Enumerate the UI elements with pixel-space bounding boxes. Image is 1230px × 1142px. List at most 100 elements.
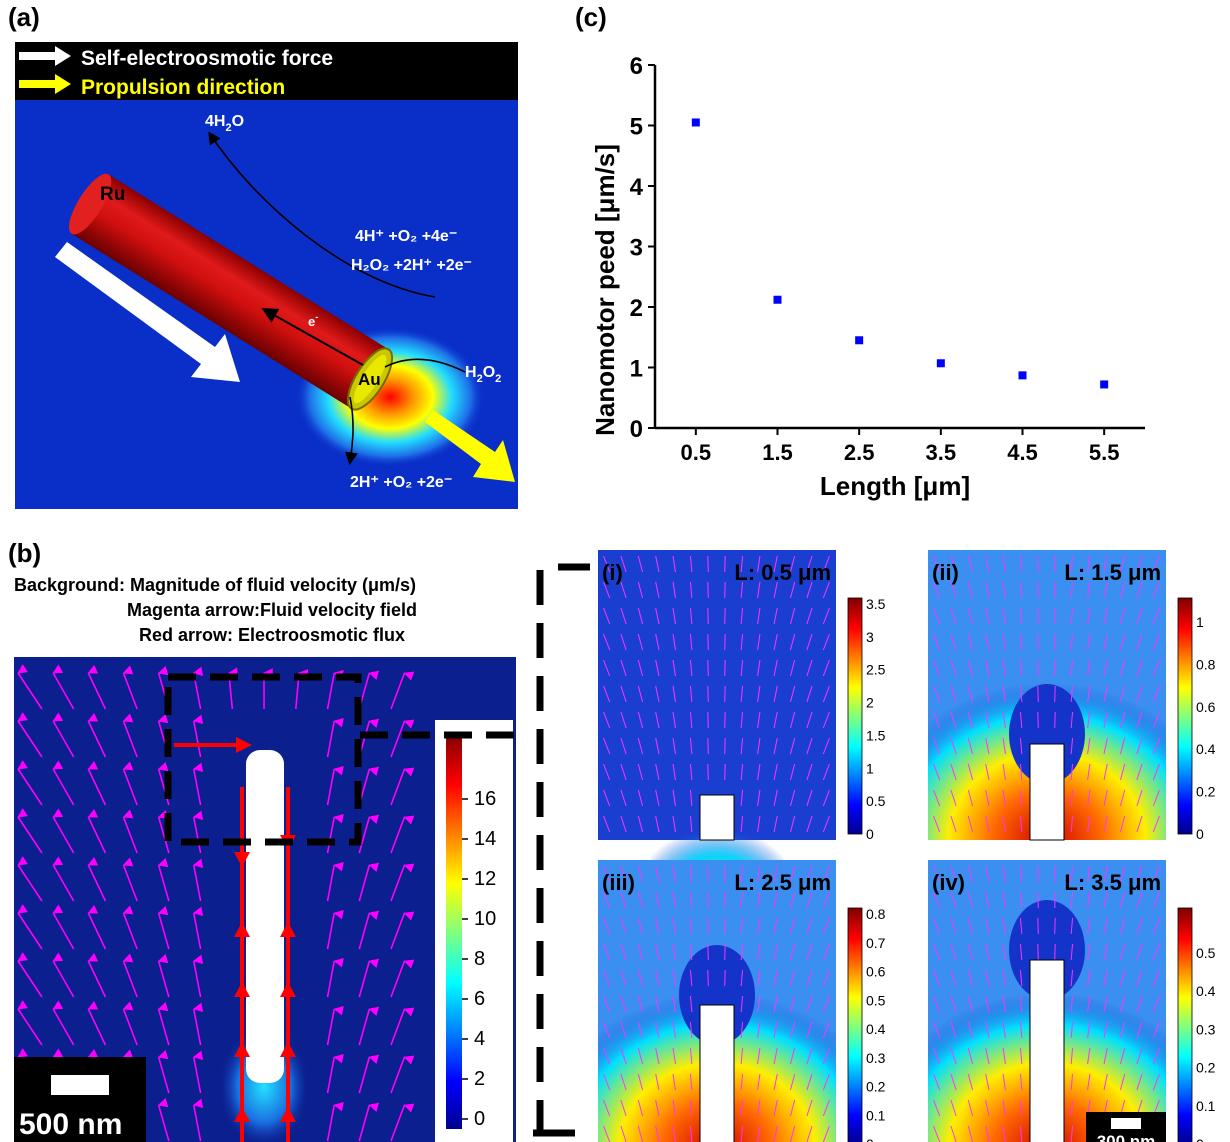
ru-label: Ru	[100, 184, 125, 205]
inset-velocity-arrow	[822, 789, 830, 807]
inset-velocity-arrow	[1087, 943, 1091, 961]
inset-velocity-arrow	[655, 685, 660, 703]
inset-low-zone	[1009, 900, 1085, 1000]
inset-velocity-arrow	[1070, 1125, 1074, 1142]
y-axis-label: Nanomotor peed [μm/s]	[590, 144, 620, 436]
inset-velocity-arrow	[822, 969, 830, 987]
inset-velocity-arrow	[1152, 891, 1160, 909]
inset-velocity-arrow	[740, 815, 744, 833]
inset-velocity-arrow	[637, 607, 644, 625]
inset-velocity-arrow	[1119, 633, 1126, 651]
inset-velocity-arrow	[822, 1021, 830, 1039]
velocity-arrow	[122, 665, 138, 710]
inset-colorbar-tick: 1	[1196, 614, 1204, 630]
inset-velocity-arrow	[620, 763, 627, 781]
inset-colorbar-tick: 0.3	[866, 1050, 886, 1066]
inset-velocity-arrow	[1019, 633, 1023, 651]
inset-velocity-arrow	[637, 1047, 644, 1065]
inset-velocity-arrow	[672, 917, 676, 935]
inset-velocity-arrow	[1152, 763, 1160, 781]
inset-velocity-arrow	[740, 865, 744, 883]
inset-velocity-arrow	[655, 1021, 660, 1039]
x-tick-label: 2.5	[844, 440, 875, 465]
panel-a-schematic: Self-electroosmotic force Propulsion dir…	[15, 42, 518, 509]
inset-velocity-arrow	[806, 969, 813, 987]
velocity-arrow	[390, 719, 415, 758]
inset-velocity-arrow	[603, 607, 611, 625]
inset-velocity-arrow	[1119, 555, 1126, 573]
velocity-arrow	[192, 858, 204, 902]
inset-velocity-arrow	[967, 917, 974, 935]
inset-velocity-arrow	[672, 1021, 676, 1039]
inset-velocity-arrow	[985, 659, 990, 677]
inset-velocity-arrow	[789, 659, 796, 677]
inset-velocity-arrow	[672, 555, 676, 573]
inset-velocity-arrow	[1136, 633, 1143, 651]
inset-velocity-arrow	[950, 969, 957, 987]
inset-velocity-arrow	[620, 969, 627, 987]
inset-colorbar-tick: 3.5	[866, 596, 886, 612]
inset-velocity-arrow	[1087, 633, 1091, 651]
inset-velocity-arrow	[1019, 1047, 1023, 1065]
inset-velocity-arrow	[689, 891, 693, 909]
inset-velocity-arrow	[603, 763, 611, 781]
inset-colorbar-tick: 0	[866, 1136, 874, 1142]
inset-velocity-arrow	[1152, 581, 1160, 599]
inset-velocity-arrow	[822, 995, 830, 1013]
inset-colorbar-tick: 0.1	[866, 1107, 886, 1123]
inset-velocity-arrow	[967, 969, 974, 987]
inset-velocity-arrow	[789, 763, 796, 781]
inset-velocity-arrow	[1103, 659, 1108, 677]
reaction-reduction-2: H₂O₂ +2H⁺ +2e⁻	[351, 257, 472, 274]
inset-velocity-arrow	[1002, 789, 1006, 807]
inset-velocity-arrow	[1087, 969, 1091, 987]
inset-velocity-arrow	[789, 1125, 796, 1142]
inset-velocity-arrow	[789, 891, 796, 909]
inset-velocity-arrow	[806, 995, 813, 1013]
velocity-arrow	[122, 953, 138, 998]
inset-velocity-arrow	[757, 555, 761, 573]
inset-velocity-arrow	[707, 607, 709, 625]
inset-colorbar-tick: 0.4	[866, 1021, 886, 1037]
inset-velocity-arrow	[1002, 917, 1006, 935]
inset-velocity-arrow	[1152, 633, 1160, 651]
inset-nanorod	[699, 794, 735, 841]
inset-velocity-arrow	[967, 685, 974, 703]
inset-velocity-arrow	[620, 1099, 627, 1117]
inset-velocity-arrow	[1152, 711, 1160, 729]
inset-velocity-arrow	[950, 943, 957, 961]
inset-nanorod	[1029, 743, 1065, 841]
inset-velocity-arrow	[789, 969, 796, 987]
inset-id: (ii)	[932, 560, 959, 585]
inset-velocity-arrow	[1019, 659, 1023, 677]
inset-velocity-arrow	[672, 1073, 676, 1091]
inset-velocity-arrow	[822, 917, 830, 935]
inset-velocity-arrow	[789, 685, 796, 703]
inset-velocity-arrow	[740, 581, 744, 599]
inset-velocity-arrow	[1070, 1047, 1074, 1065]
inset-velocity-arrow	[1037, 685, 1039, 703]
inset-velocity-arrow	[740, 607, 744, 625]
inset-velocity-arrow	[620, 555, 627, 573]
inset-velocity-arrow	[967, 659, 974, 677]
inset-velocity-arrow	[1002, 1125, 1006, 1142]
inset-velocity-arrow	[1070, 607, 1074, 625]
inset-velocity-arrow	[806, 659, 813, 677]
inset-velocity-arrow	[773, 789, 778, 807]
inset-velocity-arrow	[740, 789, 744, 807]
inset-velocity-arrow	[1152, 737, 1160, 755]
inset-length: L: 1.5 μm	[1064, 560, 1161, 585]
inset-velocity-arrow	[933, 1099, 941, 1117]
inset-velocity-arrow	[1103, 865, 1108, 883]
inset-velocity-arrow	[603, 633, 611, 651]
inset-velocity-arrow	[1070, 815, 1074, 833]
inset-velocity-arrow	[806, 1125, 813, 1142]
inset-velocity-arrow	[1119, 943, 1126, 961]
inset-velocity-arrow	[1019, 737, 1023, 755]
velocity-arrow	[358, 1006, 380, 1046]
inset-velocity-arrow	[933, 789, 941, 807]
inset-velocity-arrow	[620, 995, 627, 1013]
inset-velocity-arrow	[933, 737, 941, 755]
inset-velocity-arrow	[806, 917, 813, 935]
inset-velocity-arrow	[985, 865, 990, 883]
